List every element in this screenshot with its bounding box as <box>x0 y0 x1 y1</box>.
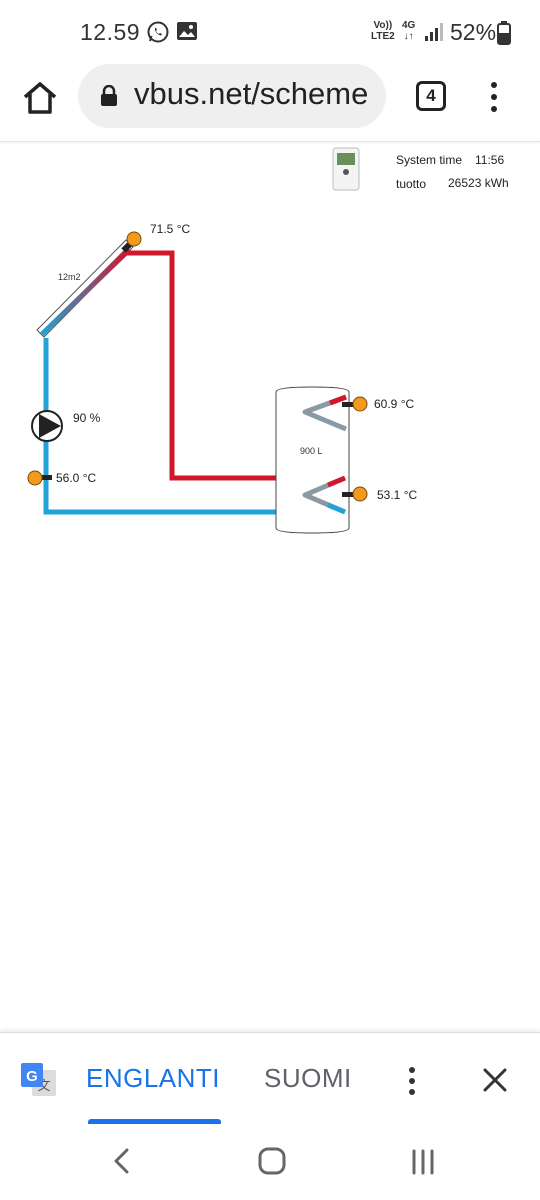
tank-bottom-temp-label: 53.1 °C <box>377 488 417 502</box>
tab-target-language[interactable]: SUOMI <box>264 1063 352 1093</box>
status-time: 12.59 <box>80 19 141 45</box>
4g-icon: 4G ↓↑ <box>402 20 415 42</box>
tank-volume-label: 900 L <box>300 446 323 456</box>
controller-device-icon[interactable] <box>332 147 360 191</box>
tab-source-language[interactable]: ENGLANTI <box>86 1063 221 1093</box>
upper-heat-exchanger-coil <box>302 394 347 432</box>
tabs-icon[interactable]: 4 <box>416 81 446 111</box>
volte-icon: Vo)) LTE2 <box>371 20 395 42</box>
gallery-icon <box>177 22 197 40</box>
browser-toolbar: vbus.net/scheme 4 <box>0 64 540 142</box>
collector-area-label: 12m2 <box>58 272 81 282</box>
pump-speed-label: 90 % <box>73 411 101 425</box>
url-bar[interactable]: vbus.net/scheme <box>78 64 386 128</box>
battery-percent: 52% <box>450 19 497 45</box>
yield-value: 26523 kWh <box>448 176 509 190</box>
home-icon[interactable] <box>20 78 60 118</box>
network-arrows: ↓↑ <box>403 31 414 42</box>
tank-bottom-sensor[interactable] <box>342 486 368 502</box>
system-navigation-bar <box>0 1124 540 1200</box>
volte-top-label: Vo)) <box>373 20 393 31</box>
tab-count: 4 <box>426 86 436 105</box>
translate-bar: 文 G ENGLANTI SUOMI <box>0 1032 540 1124</box>
lower-heat-exchanger-coil <box>302 475 346 515</box>
svg-text:G: G <box>26 1068 38 1085</box>
active-tab-indicator <box>88 1119 221 1124</box>
solar-collector[interactable] <box>36 239 134 338</box>
url-text: vbus.net/scheme <box>134 76 369 111</box>
more-vert-icon[interactable] <box>400 1066 424 1096</box>
yield-label: tuotto <box>396 177 426 191</box>
return-sensor[interactable] <box>27 470 52 486</box>
signal-icon <box>425 23 443 41</box>
scheme-view: System time 11:56 tuotto 26523 kWh 71.5 … <box>0 142 540 1032</box>
lock-icon <box>101 85 117 106</box>
whatsapp-icon <box>147 21 169 43</box>
google-translate-icon[interactable]: 文 G <box>20 1062 58 1098</box>
close-icon[interactable] <box>480 1065 510 1095</box>
home-nav-icon[interactable] <box>257 1146 287 1176</box>
network-type-label: 4G <box>402 20 416 31</box>
collector-sensor[interactable] <box>121 231 142 253</box>
tank-top-sensor[interactable] <box>342 396 368 412</box>
system-time-label: System time <box>396 153 462 167</box>
tank-top-temp-label: 60.9 °C <box>374 397 414 411</box>
pump-icon[interactable] <box>31 410 63 442</box>
return-temp-label: 56.0 °C <box>56 471 96 485</box>
back-icon[interactable] <box>108 1146 136 1176</box>
system-time-value: 11:56 <box>475 153 504 167</box>
recent-apps-icon[interactable] <box>408 1148 438 1176</box>
solar-scheme-diagram: System time 11:56 tuotto 26523 kWh 71.5 … <box>27 147 509 534</box>
volte-bottom-label: LTE2 <box>371 31 395 42</box>
battery-icon <box>497 21 511 45</box>
status-bar: 12.59 Vo)) LTE2 4G ↓↑ 52% <box>0 0 540 64</box>
collector-temp-label: 71.5 °C <box>150 222 190 236</box>
overflow-menu-icon[interactable] <box>482 80 506 114</box>
